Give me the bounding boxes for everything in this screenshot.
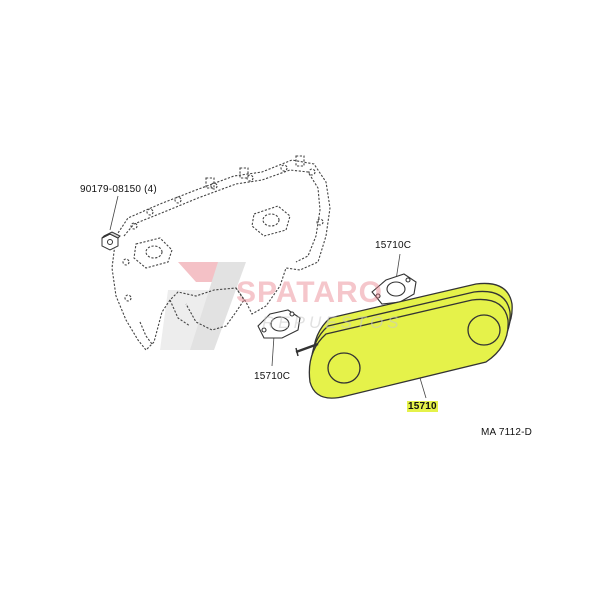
part-label-gasket-lower[interactable]: 15710C (254, 371, 291, 382)
part-label-gasket-upper[interactable]: 15710C (375, 240, 412, 251)
drawing-code: MA 7112-D (481, 427, 533, 438)
gasket-lower-icon[interactable] (257, 309, 301, 339)
part-label-nut[interactable]: 90179-08150 (4) (80, 184, 157, 195)
gasket-upper-icon[interactable] (371, 273, 417, 305)
watermark-logo-icon (160, 262, 246, 350)
leader-lines (109, 195, 427, 399)
oil-cooler-icon[interactable] (295, 282, 513, 399)
nut-icon[interactable] (101, 231, 121, 251)
timing-cover-outline (111, 155, 331, 351)
part-label-oil-cooler[interactable]: 15710 (407, 401, 438, 412)
